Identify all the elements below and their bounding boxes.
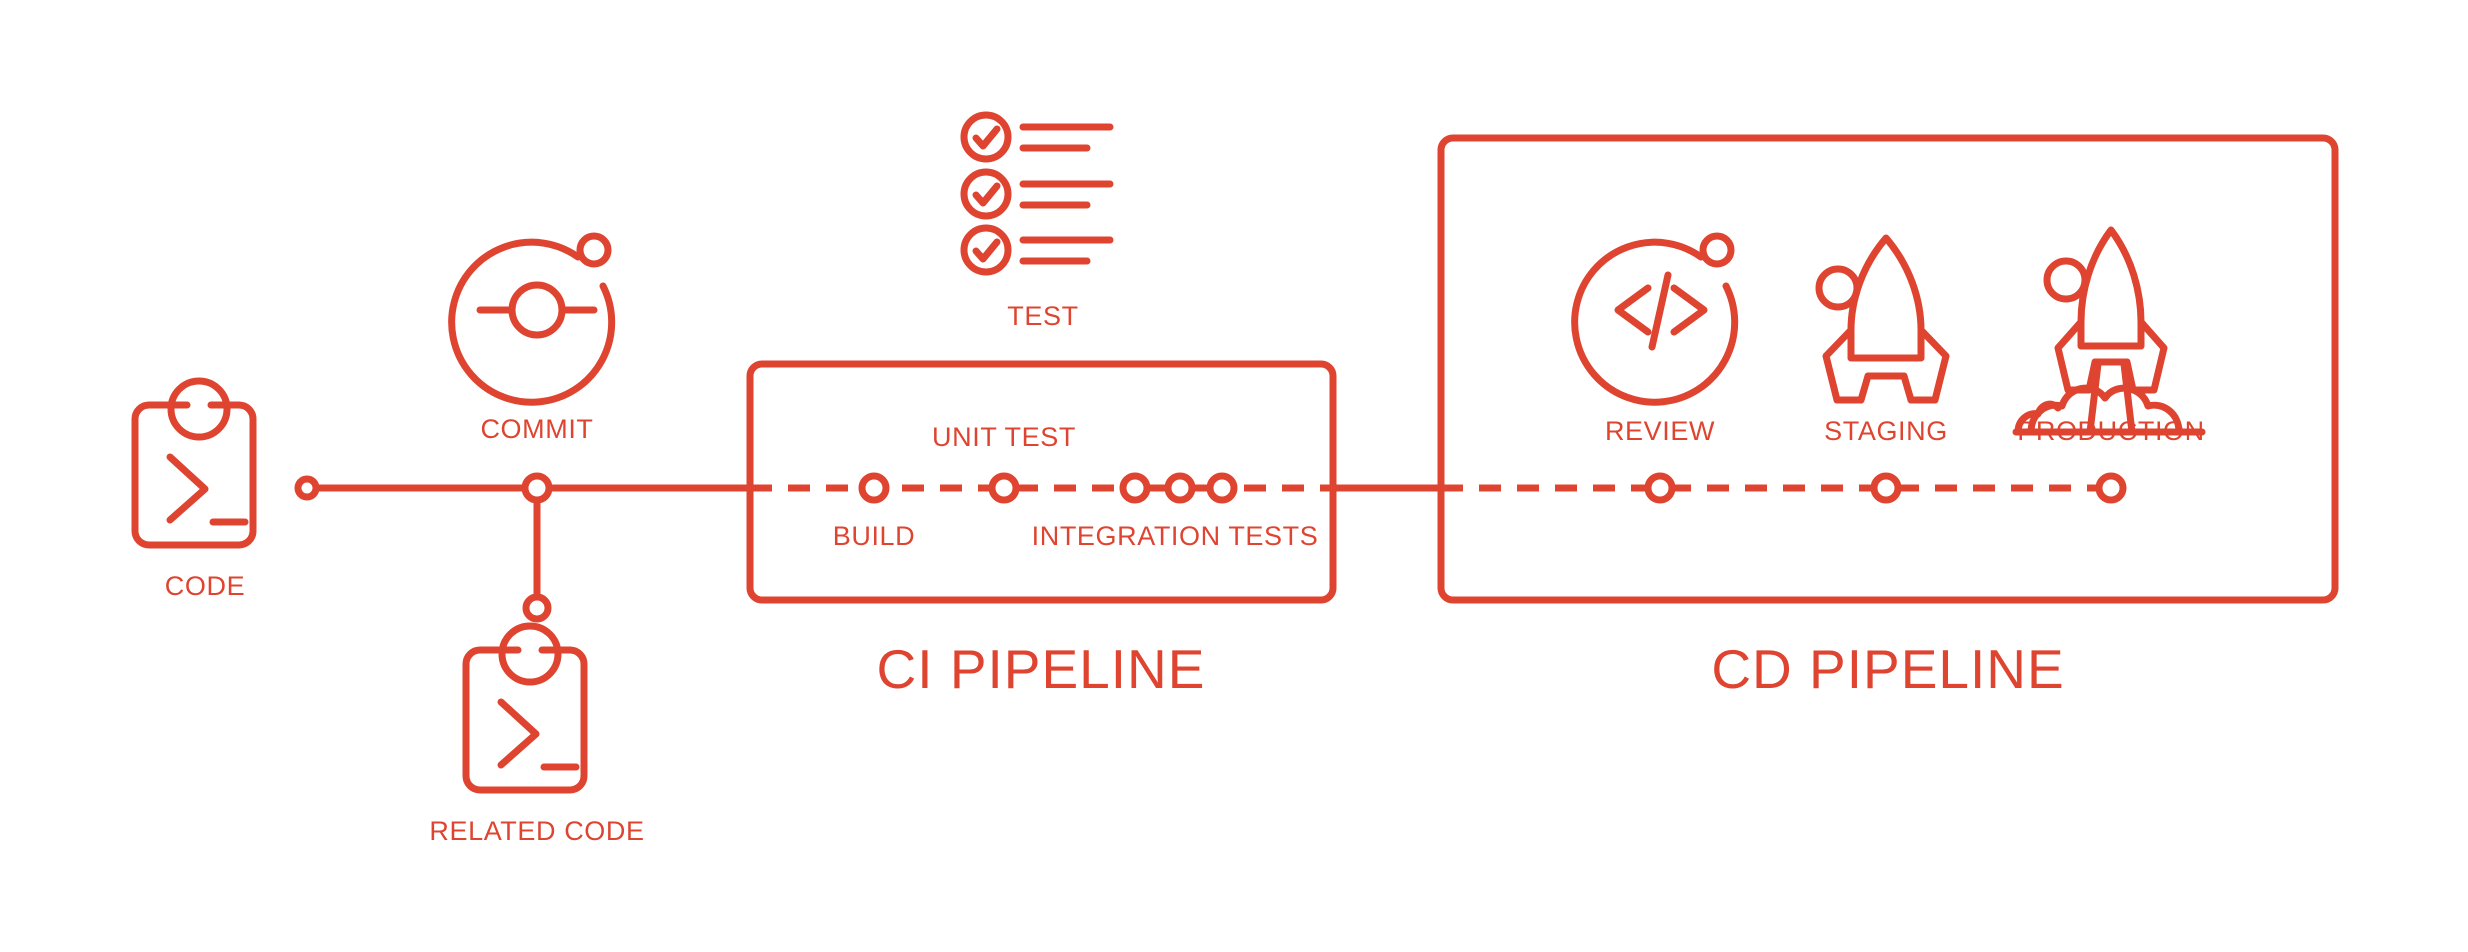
rocket-icon [1815, 234, 1950, 404]
node-review[interactable] [1644, 472, 1676, 504]
test-label: TEST [1007, 301, 1078, 331]
code-label: CODE [165, 571, 245, 601]
node-production[interactable] [2095, 472, 2127, 504]
cd-pipeline-title: CD PIPELINE [1711, 638, 2064, 700]
checklist-icon [960, 111, 1114, 276]
build-label: BUILD [833, 521, 916, 551]
commit-icon [448, 232, 616, 406]
node-integration-test-1[interactable] [1119, 472, 1151, 504]
node-start[interactable] [294, 475, 320, 501]
node-integration-test-2[interactable] [1164, 472, 1196, 504]
production-label: PRODUCTION [2017, 416, 2205, 446]
ci-pipeline-title: CI PIPELINE [877, 638, 1206, 700]
commit-label: COMMIT [480, 414, 593, 444]
node-integration-test-3[interactable] [1206, 472, 1238, 504]
ci-pipeline-box [746, 360, 1337, 604]
related-code-label: RELATED CODE [429, 816, 644, 846]
node-related-code[interactable] [522, 593, 552, 623]
node-commit[interactable] [521, 472, 553, 504]
unit-test-label: UNIT TEST [932, 422, 1076, 452]
node-build[interactable] [858, 472, 890, 504]
code-icon [131, 377, 257, 549]
staging-label: STAGING [1824, 416, 1948, 446]
integration-tests-label: INTEGRATION TESTS [1032, 521, 1319, 551]
cd-pipeline-box [1437, 134, 2339, 604]
cd-pipeline-group [1437, 134, 2339, 604]
code-review-icon [1571, 232, 1739, 406]
review-label: REVIEW [1605, 416, 1715, 446]
node-unit-test[interactable] [988, 472, 1020, 504]
rocket-launch-icon [2012, 226, 2206, 436]
node-staging[interactable] [1870, 472, 1902, 504]
related-code-icon [462, 622, 588, 794]
ci-pipeline-group [746, 360, 1337, 604]
